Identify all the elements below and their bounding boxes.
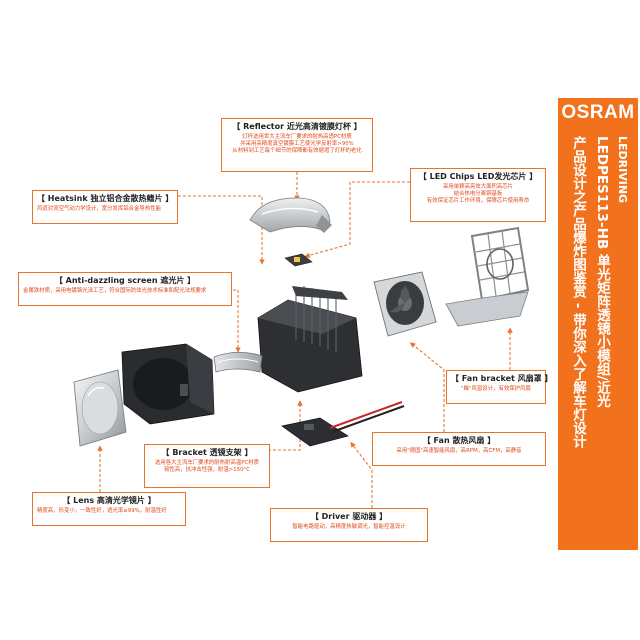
callout-reflector-desc: 灯杯选用世大主流车厂要求的耐热高透PC材质 并采用高精度真空镀膜工艺使光学反射率… bbox=[232, 134, 362, 155]
heatsink-part bbox=[257, 286, 363, 393]
callout-led-chips-title: 【 LED Chips LED发光芯片 】 bbox=[418, 172, 538, 181]
led-chip-part bbox=[284, 253, 313, 267]
callout-fan-bracket: 【 Fan bracket 风扇罩 】 "蜂"风窗设计，有效保护风扇 bbox=[446, 370, 553, 404]
brand-line: LEDRIVING bbox=[616, 136, 629, 204]
brand-banner: OSRAM LEDRIVING LEDPES113-HB 单光矩阵透镜小模组/近… bbox=[558, 98, 638, 550]
tagline: 产品设计之产品爆炸图鉴赏 - 带你深入了解车灯设计 bbox=[570, 136, 586, 449]
fan-bracket-part bbox=[445, 226, 530, 327]
callout-driver-desc: 智能电路驱动，高精度热敏调光，智能控温设计 bbox=[292, 524, 406, 530]
callout-fan-title: 【 Fan 散热风扇 】 bbox=[422, 436, 496, 445]
lens-part bbox=[73, 369, 127, 447]
callout-anti-dazzling-screen: 【 Anti-dazzling screen 遮光片 】 金属铁材质，采用电镀铬… bbox=[18, 272, 232, 306]
callout-anti-dazzling-title: 【 Anti-dazzling screen 遮光片 】 bbox=[54, 276, 196, 285]
callout-fan-desc: 采用"德国"高速智能风扇，高RPM，高CFM，高静音 bbox=[396, 448, 522, 454]
callout-anti-dazzling-desc: 金属铁材质，采用电镀铬光泽工艺，符合国际防炫光技术标准和配光法规要求 bbox=[23, 288, 207, 294]
leader-lines bbox=[97, 172, 513, 508]
callout-led-chips: 【 LED Chips LED发光芯片 】 采用单颗高亮效大面积高芯片 结合热电… bbox=[410, 168, 546, 222]
leader-heatsink bbox=[178, 195, 265, 265]
callout-fan-bracket-desc: "蜂"风窗设计，有效保护风扇 bbox=[461, 386, 531, 392]
callout-fan: 【 Fan 散热风扇 】 采用"德国"高速智能风扇，高RPM，高CFM，高静音 bbox=[372, 432, 546, 466]
leader-led bbox=[304, 181, 410, 258]
callout-heatsink-desc: 风道对流空气动力学设计，宽分发挥铝合金导热性能 bbox=[37, 206, 161, 212]
leader-antidazzle bbox=[168, 289, 241, 353]
callout-heatsink: 【 Heatsink 独立铝合金散热鳍片 】 风道对流空气动力学设计，宽分发挥铝… bbox=[32, 190, 178, 224]
callout-bracket-title: 【 Bracket 透镜支架 】 bbox=[161, 448, 253, 457]
callout-driver-title: 【 Driver 驱动器 】 bbox=[310, 512, 388, 521]
lens-bracket-part bbox=[121, 343, 215, 425]
callout-led-chips-desc: 采用单颗高亮效大面积高芯片 结合热电分离铜基板 有效保证芯片工作环境，保障芯片使… bbox=[426, 184, 530, 205]
callout-heatsink-title: 【 Heatsink 独立铝合金散热鳍片 】 bbox=[37, 194, 174, 203]
callout-bracket: 【 Bracket 透镜支架 】 选用各大主流车厂要求的耐热耐高温PC材质 韧性… bbox=[144, 444, 270, 488]
product-name: LEDPES113-HB 单光矩阵透镜小模组/近光 bbox=[594, 136, 610, 408]
callout-driver: 【 Driver 驱动器 】 智能电路驱动，高精度热敏调光，智能控温设计 bbox=[270, 508, 428, 542]
anti-dazzling-screen-part bbox=[213, 351, 263, 373]
driver-part bbox=[281, 401, 405, 447]
callout-reflector-title: 【 Reflector 近光高清镀膜灯杯 】 bbox=[232, 122, 362, 131]
osram-logo: OSRAM bbox=[561, 102, 635, 123]
fan-part bbox=[373, 271, 437, 337]
leader-bracket bbox=[268, 400, 303, 451]
leader-driver bbox=[350, 441, 373, 508]
callout-reflector: 【 Reflector 近光高清镀膜灯杯 】 灯杯选用世大主流车厂要求的耐热高透… bbox=[221, 118, 373, 172]
leader-fan bbox=[409, 342, 445, 432]
callout-lens: 【 Lens 高清光学镜片 】 精度高，形变小，一致性好，透光率≥99%，耐温性… bbox=[32, 492, 186, 526]
callout-bracket-desc: 选用各大主流车厂要求的耐热耐高温PC材质 韧性高，抗冲击性强，耐温>150°C bbox=[154, 460, 260, 474]
reflector-part bbox=[249, 197, 332, 233]
callout-lens-title: 【 Lens 高清光学镜片 】 bbox=[62, 496, 156, 505]
callout-fan-bracket-title: 【 Fan bracket 风扇罩 】 bbox=[451, 374, 553, 383]
callout-lens-desc: 精度高，形变小，一致性好，透光率≥99%，耐温性好 bbox=[37, 508, 167, 514]
